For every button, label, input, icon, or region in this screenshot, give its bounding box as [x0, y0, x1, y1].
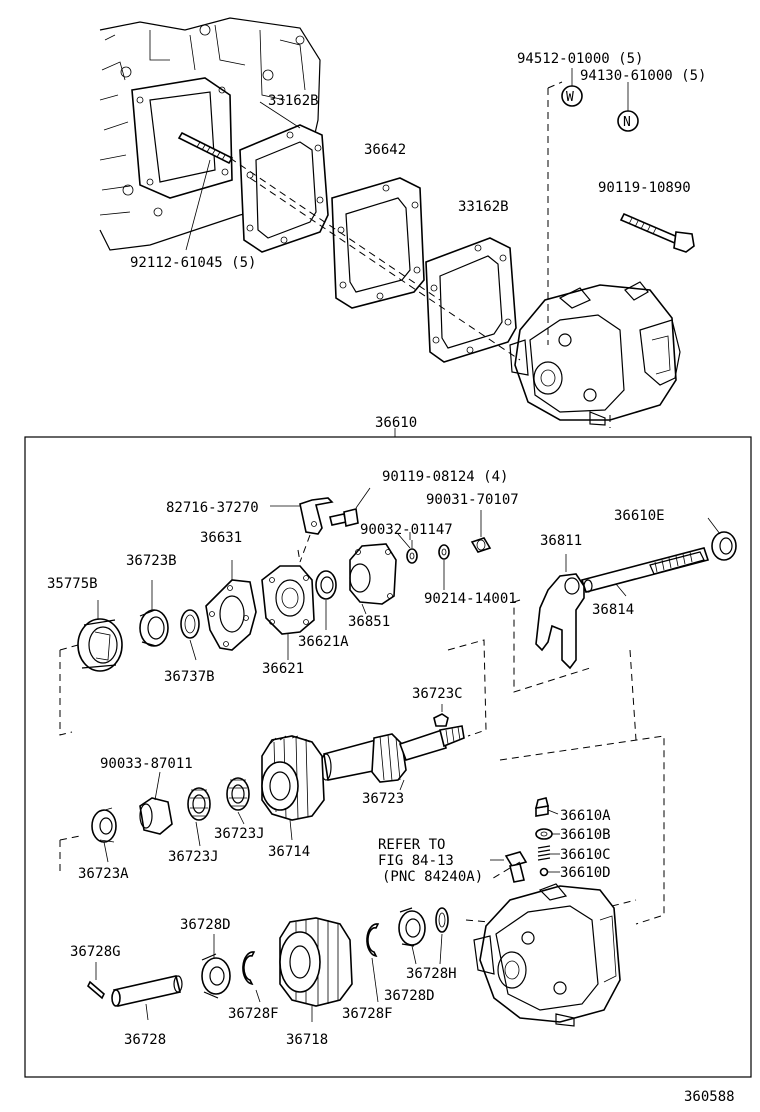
label-35775b: 35775B: [47, 576, 98, 592]
label-33162b-a: 33162B: [268, 93, 319, 109]
nut-symbol-label: N: [623, 115, 631, 130]
bearing-36728d-a: [201, 934, 231, 999]
gasket-36610b: [535, 828, 560, 840]
label-90119-10890: 90119-10890: [598, 180, 691, 196]
seal-36621a: [315, 570, 337, 600]
label-33162b-b: 33162B: [458, 199, 509, 215]
gasket-36631: [205, 579, 257, 651]
stud-92112: [177, 131, 234, 165]
ring-36737b: [180, 609, 200, 639]
label-90033: 90033-87011: [100, 756, 193, 772]
label-90031: 90031-70107: [426, 492, 519, 508]
label-94512: 94512-01000 (5): [517, 51, 643, 67]
figure-number: 360588: [684, 1089, 735, 1105]
adapter-plate-36642: [331, 177, 425, 309]
label-36728d-a: 36728D: [180, 917, 231, 933]
needle-bearing-36723j-a: [226, 777, 250, 811]
label-refer-2: FIG 84-13: [378, 853, 454, 869]
label-36728h: 36728H: [406, 966, 457, 982]
label-36851: 36851: [348, 614, 390, 630]
label-36728: 36728: [124, 1032, 166, 1048]
label-36631: 36631: [200, 530, 242, 546]
label-36610d: 36610D: [560, 865, 611, 881]
label-36723: 36723: [362, 791, 404, 807]
bolt-90119-08124: [329, 487, 371, 527]
snap-ring-36728f-b: [366, 923, 380, 1003]
label-36737b: 36737B: [164, 669, 215, 685]
label-36723j-a: 36723J: [214, 826, 265, 842]
bracket-82716: [270, 497, 334, 563]
gasket-33162b-a: [239, 124, 329, 253]
label-94130: 94130-61000 (5): [580, 68, 706, 84]
bearing-36723b: [139, 609, 169, 647]
label-36718: 36718: [286, 1032, 328, 1048]
housing-36851: [349, 543, 397, 605]
label-36621a: 36621A: [298, 634, 349, 650]
gear-36718: [279, 917, 353, 1022]
label-36723j-b: 36723J: [168, 849, 219, 865]
key-36723c: [433, 704, 449, 727]
bearing-36723a: [91, 807, 117, 843]
spacer-90033: [139, 797, 173, 835]
gear-36714: [261, 735, 325, 821]
label-36714: 36714: [268, 844, 310, 860]
washer-symbol: W: [561, 85, 583, 107]
top-dashed-lines: [229, 81, 611, 428]
washer-90214: [438, 544, 450, 560]
ring-36728h: [435, 907, 449, 965]
label-refer-1: REFER TO: [378, 837, 445, 853]
label-82716: 82716-37270: [166, 500, 259, 516]
part-labels: 94512-01000 (5) 94130-61000 (5) 33162B 3…: [47, 51, 735, 1105]
shift-fork-36811: [535, 554, 585, 670]
label-36610: 36610: [375, 415, 417, 431]
shaft-36728: [111, 975, 183, 1021]
pto-case-lower: [473, 883, 621, 1027]
label-36610c: 36610C: [560, 847, 611, 863]
label-refer-3: (PNC 84240A): [382, 869, 483, 885]
bolt-90119-10890: [619, 212, 695, 253]
label-36642: 36642: [364, 142, 406, 158]
pin-36728g: [87, 962, 105, 1000]
retainer-36621: [261, 565, 315, 635]
label-36728d-b: 36728D: [384, 988, 435, 1004]
label-36723a: 36723A: [78, 866, 129, 882]
label-36610b: 36610B: [560, 827, 611, 843]
nut-symbol: N: [617, 110, 639, 132]
switch-84240a: [490, 851, 528, 883]
label-90214: 90214-14001: [424, 591, 517, 607]
output-shaft-36723: [320, 725, 465, 791]
ball-36610d: [539, 867, 560, 877]
shift-shaft-36814: [580, 547, 710, 597]
mid-leaders: [103, 771, 293, 863]
washer-90032: [406, 548, 418, 564]
label-90119-08124: 90119-08124 (4): [382, 469, 508, 485]
nut-90031: [470, 537, 492, 553]
needle-bearing-36723j-b: [187, 787, 211, 821]
label-36728f-a: 36728F: [228, 1006, 279, 1022]
bearing-36728d-b: [398, 907, 426, 965]
oil-seal-35775b: [77, 618, 123, 672]
spring-36610c: [537, 845, 560, 861]
assembly-frame: [24, 436, 752, 1078]
label-36728f-b: 36728F: [342, 1006, 393, 1022]
label-90032: 90032-01147: [360, 522, 453, 538]
label-92112: 92112-61045 (5): [130, 255, 256, 271]
label-36610e: 36610E: [614, 508, 665, 524]
label-36814: 36814: [592, 602, 634, 618]
seal-36610e: [707, 517, 737, 561]
label-36723b: 36723B: [126, 553, 177, 569]
top-leader-lines: [185, 68, 629, 251]
washer-symbol-label: W: [566, 90, 574, 105]
label-36621: 36621: [262, 661, 304, 677]
pto-assembly-top: [509, 281, 681, 426]
plug-36610a: [534, 797, 559, 817]
label-36728g: 36728G: [70, 944, 121, 960]
mid-left-leaders: [97, 533, 411, 661]
gasket-33162b-b: [425, 237, 517, 363]
label-36723c: 36723C: [412, 686, 463, 702]
snap-ring-36728f-a: [242, 951, 261, 1003]
label-36610a: 36610A: [560, 808, 611, 824]
label-36811: 36811: [540, 533, 582, 549]
